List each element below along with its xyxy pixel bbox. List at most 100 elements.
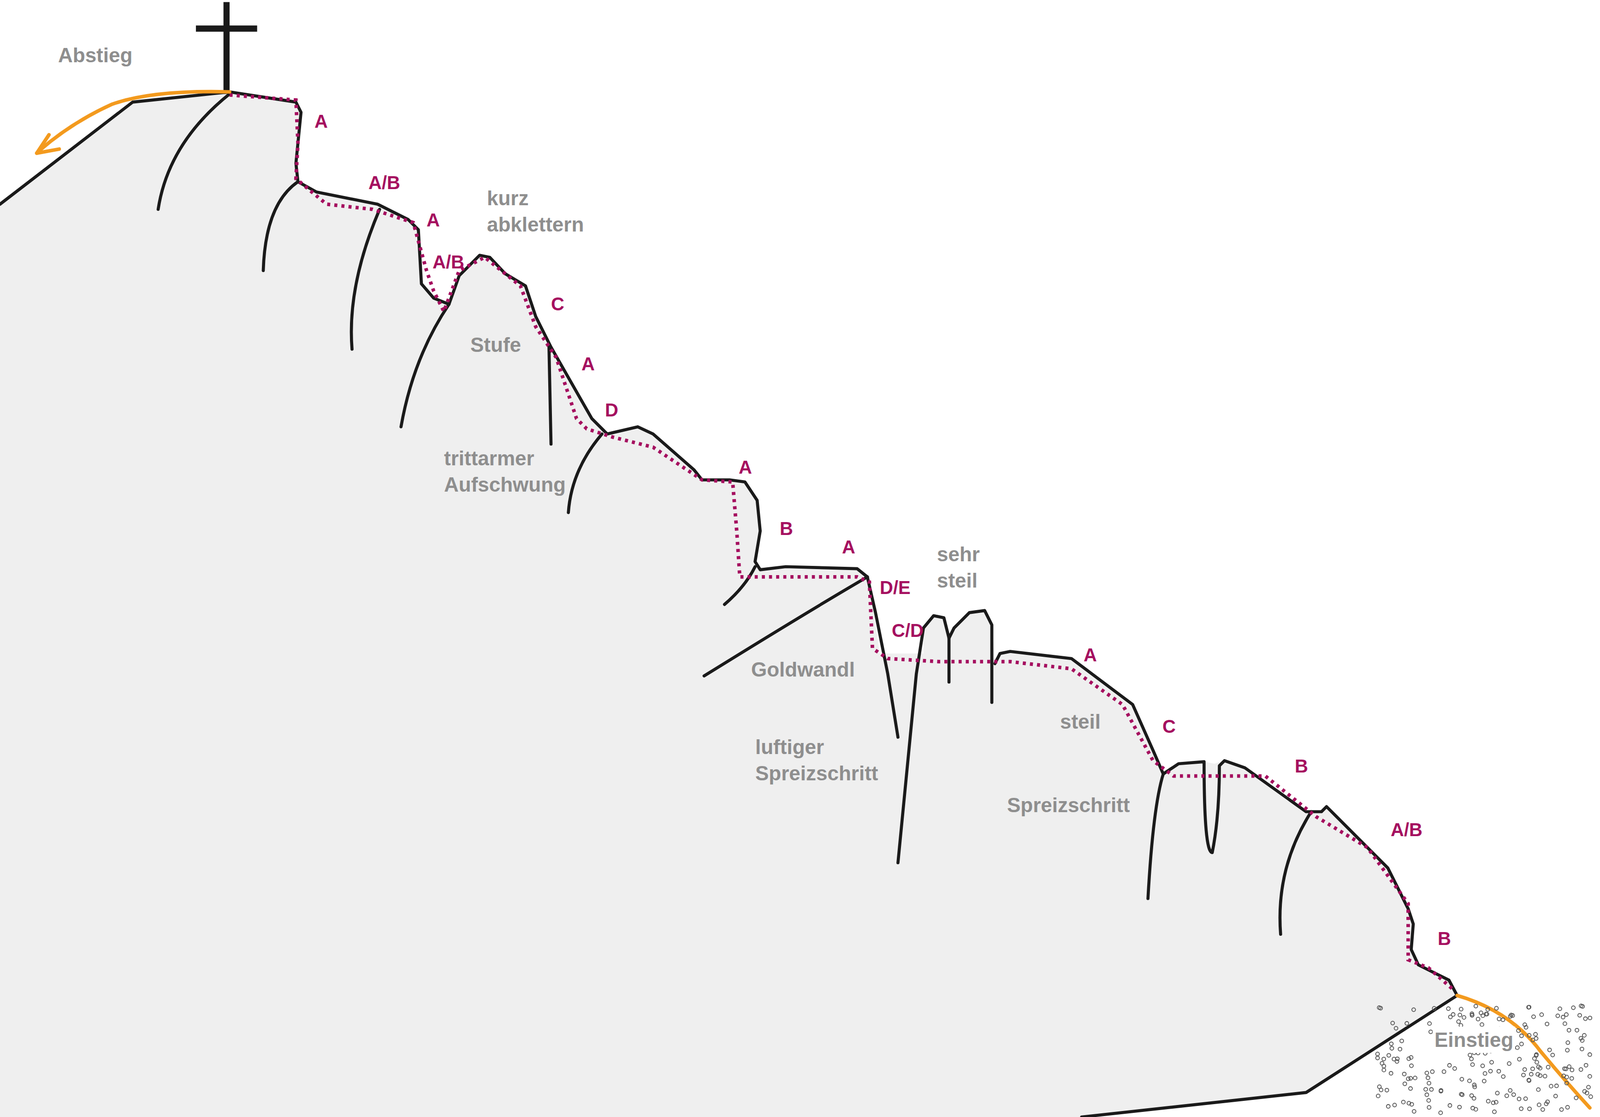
difficulty-grade: A: [426, 207, 440, 232]
scree-dot: [1447, 1103, 1452, 1108]
scree-dot: [1564, 1012, 1569, 1017]
scree-dot: [1545, 1021, 1549, 1026]
scree-dot: [1507, 1061, 1512, 1066]
scree-dot: [1588, 1094, 1593, 1099]
access-paths: [36, 91, 1590, 1108]
scree-dot: [1427, 1105, 1431, 1109]
scree-dot: [1469, 1056, 1474, 1061]
scree-dot: [1582, 1089, 1587, 1093]
scree-dot: [1485, 1012, 1489, 1016]
scree-dot: [1547, 1048, 1552, 1052]
scree-dot: [1519, 1106, 1523, 1111]
scree-dot: [1565, 1048, 1570, 1052]
scree-dot: [1448, 1014, 1453, 1019]
scree-dot: [1588, 1074, 1592, 1079]
scree-dot: [1511, 1013, 1515, 1018]
scree-dot: [1515, 1045, 1520, 1050]
scree-dot: [1406, 1076, 1411, 1081]
difficulty-grade: A: [1083, 642, 1097, 667]
scree-dot: [1476, 1017, 1481, 1021]
scree-dot: [1523, 1096, 1528, 1101]
scree-dot: [1479, 1010, 1483, 1015]
scree-dot: [1402, 1072, 1407, 1076]
route-note: Einstieg: [1432, 1026, 1516, 1053]
scree-dot: [1409, 1055, 1413, 1060]
scree-dot: [1567, 1028, 1571, 1032]
scree-dot: [1526, 1005, 1531, 1009]
scree-dot: [1497, 1016, 1501, 1021]
scree-dot: [1494, 1006, 1499, 1010]
scree-dot: [1565, 1105, 1570, 1109]
scree-dot: [1439, 1089, 1443, 1093]
route-note: steil: [1060, 708, 1101, 735]
scree-dot: [1486, 1099, 1491, 1103]
scree-dot: [1442, 1069, 1446, 1074]
scree-dot: [1538, 1066, 1542, 1070]
scree-dot: [1386, 1053, 1391, 1057]
scree-dot: [1457, 1013, 1462, 1017]
route-note: luftiger Spreizschritt: [755, 733, 921, 787]
scree-dot: [1496, 1069, 1501, 1073]
rock-lines: [0, 91, 1458, 1117]
scree-dot: [1459, 1007, 1464, 1011]
difficulty-grade: D/E: [879, 575, 911, 600]
scree-dot: [1427, 1081, 1431, 1085]
scree-dot: [1428, 1029, 1433, 1034]
difficulty-grade: A: [314, 109, 328, 134]
scree-dot: [1381, 1056, 1386, 1061]
scree-dot: [1543, 1073, 1547, 1078]
scree-dot: [1423, 1087, 1428, 1091]
scree-dot: [1456, 1019, 1461, 1024]
scree-dot: [1521, 1072, 1526, 1077]
scree-dot: [1564, 1074, 1569, 1079]
scree-dot: [1494, 1100, 1499, 1104]
scree-dot: [1527, 1078, 1531, 1082]
scree-dot: [1385, 1088, 1389, 1092]
scree-dot: [1486, 1007, 1490, 1012]
route-note: trittarmer Aufschwung: [444, 444, 579, 498]
scree-dot: [1531, 1014, 1536, 1019]
scree-dot: [1539, 1012, 1544, 1017]
difficulty-grade: A: [738, 455, 753, 480]
scree-dot: [1389, 1071, 1393, 1075]
difficulty-grade: A: [581, 351, 595, 376]
summit-cross: [195, 1, 258, 94]
scree-dot: [1553, 1094, 1558, 1098]
difficulty-grade: B: [1294, 753, 1309, 778]
scree-dot: [1533, 1032, 1538, 1037]
scree-dot: [1559, 1107, 1564, 1112]
scree-dot: [1508, 1014, 1512, 1019]
scree-dot: [1535, 1072, 1540, 1076]
scree-dot: [1530, 1066, 1535, 1071]
scree-dot: [1474, 1004, 1478, 1008]
scree-dot: [1522, 1022, 1527, 1027]
scree-dot: [1403, 1081, 1407, 1086]
scree-dot: [1470, 1013, 1475, 1017]
scree-dot: [1495, 1090, 1500, 1095]
difficulty-grade: A/B: [1390, 817, 1423, 842]
difficulty-grade: A: [841, 534, 856, 559]
scree-dot: [1505, 1093, 1509, 1098]
scree-dot: [1562, 1066, 1567, 1071]
scree-dot: [1534, 1060, 1539, 1064]
scree-dot: [1534, 1053, 1538, 1058]
scree-dot: [1555, 1013, 1560, 1018]
scree-dot: [1378, 1006, 1383, 1010]
scree-dot: [1389, 1041, 1393, 1046]
scree-dot: [1575, 1028, 1579, 1032]
scree-dot: [1483, 1071, 1488, 1076]
scree-dot: [1457, 1105, 1462, 1109]
scree-dot: [1574, 1096, 1578, 1100]
scree-dot: [1394, 1026, 1399, 1031]
scree-dot: [1570, 1076, 1574, 1080]
scree-dot: [1390, 1046, 1394, 1050]
route-note: Stufe: [470, 331, 522, 358]
scree-dot: [1579, 1067, 1583, 1072]
route-line: [229, 94, 1455, 991]
scree-dot: [1554, 1083, 1559, 1088]
scree-dot: [1571, 1005, 1576, 1010]
scree-dot: [1579, 1036, 1583, 1040]
scree-dot: [1481, 1063, 1485, 1068]
scree-dot: [1386, 1104, 1391, 1109]
